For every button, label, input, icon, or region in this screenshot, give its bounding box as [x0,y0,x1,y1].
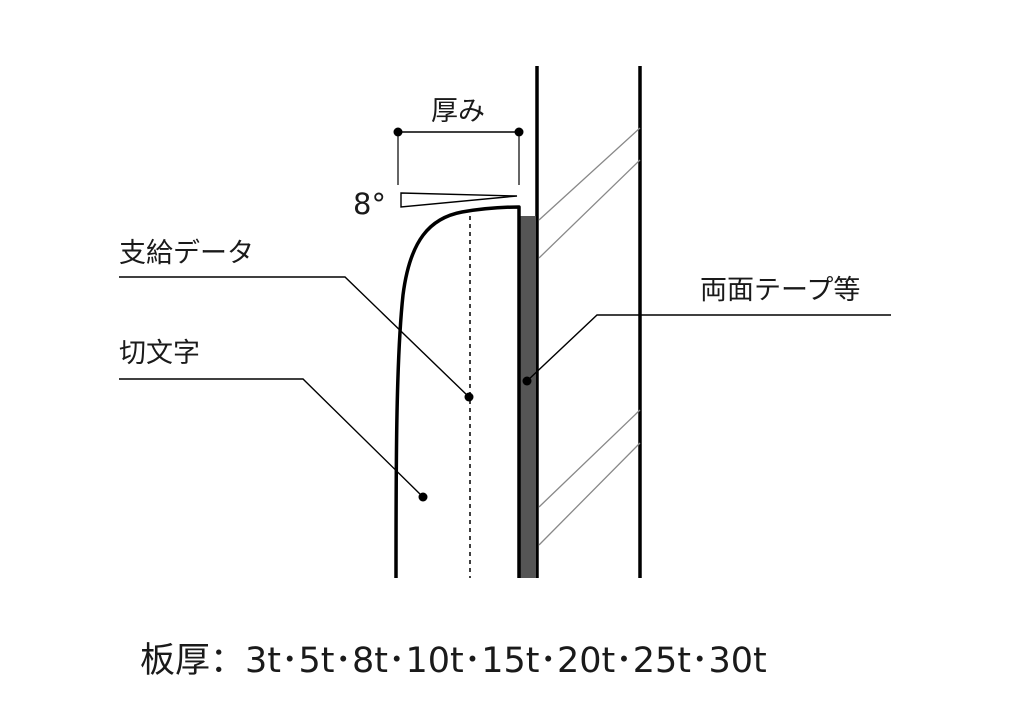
thickness-label: 厚み [431,96,485,127]
double-sided-tape [519,216,536,578]
angle-wedge [400,192,518,208]
support-data-dot [464,392,474,402]
wall-hatch-upper [538,127,641,259]
cut-letter-profile [394,205,521,579]
support-data-label: 支給データ [119,238,254,269]
plate-thickness-text: 板厚：3t･5t･8t･10t･15t･20t･25t･30t [140,641,767,681]
angle-label: 8° [353,187,386,221]
thickness-dimension [393,127,524,185]
cut-letter-dot [418,492,428,502]
support-data-leader [119,276,470,398]
double-sided-tape-leader [526,314,891,382]
double-sided-tape-label: 両面テープ等 [700,275,860,306]
cut-letter-label: 切文字 [119,338,200,369]
cut-letter-leader [119,378,424,498]
double-sided-tape-dot [522,376,532,386]
wall-hatch-lower [538,409,641,546]
